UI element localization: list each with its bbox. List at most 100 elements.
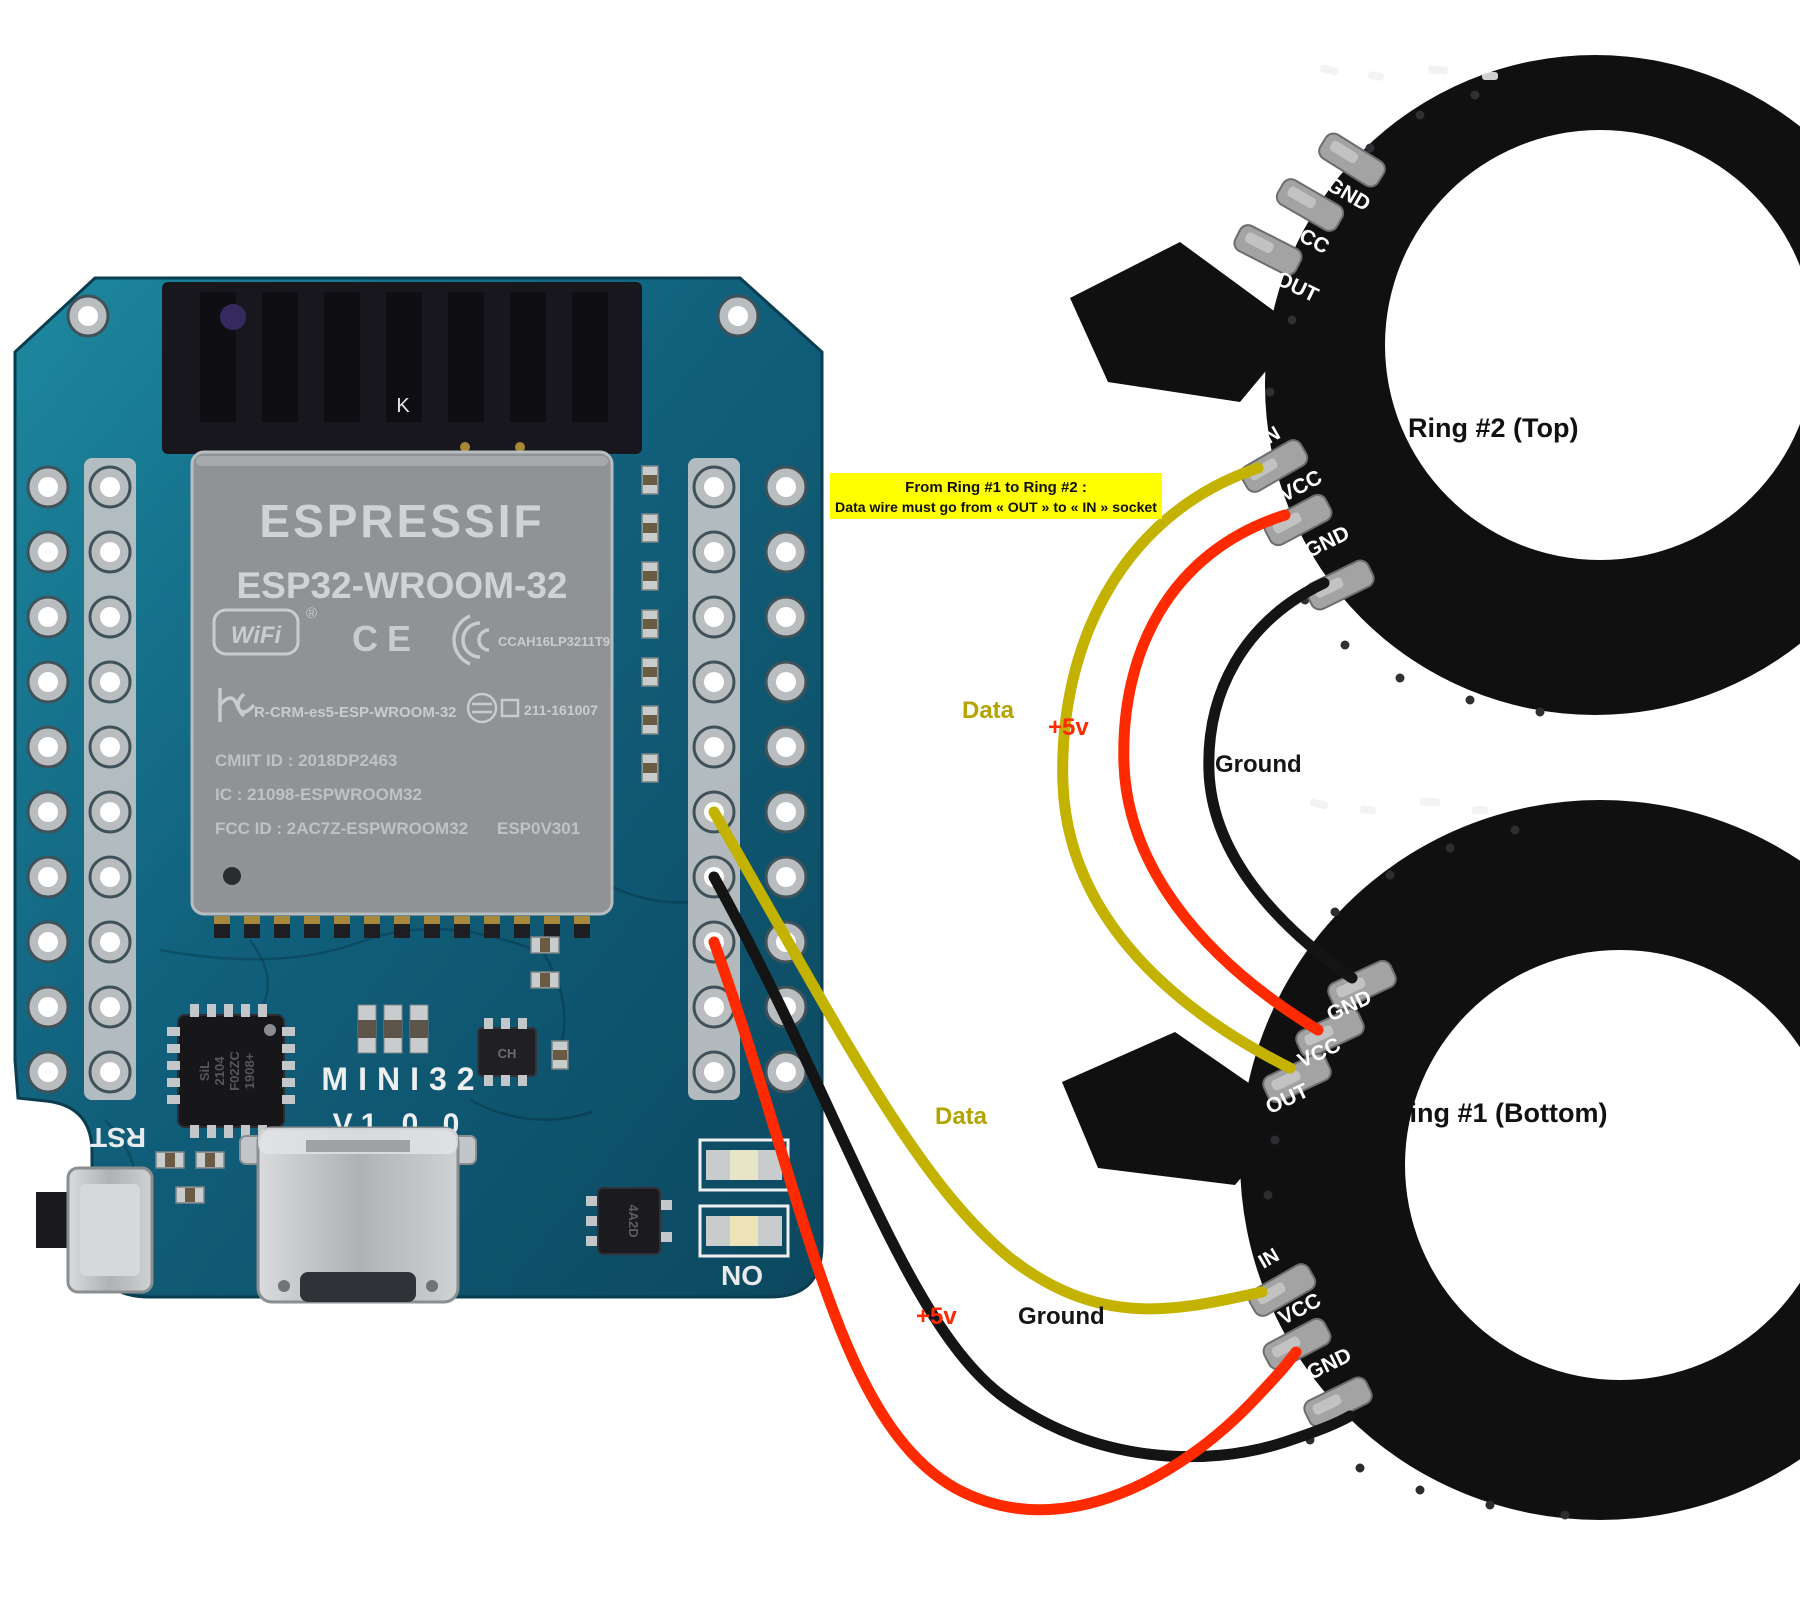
ring2-tab	[1070, 242, 1300, 402]
pin-hole	[692, 465, 736, 509]
note-line1: From Ring #1 to Ring #2 :	[905, 479, 1087, 496]
pin-hole	[88, 595, 132, 639]
label-power-upper: +5v	[1048, 714, 1089, 741]
label-ground-upper: Ground	[1215, 751, 1302, 778]
ring2-hole	[1385, 130, 1800, 560]
wire-data-board-to-ring1	[708, 806, 1268, 1315]
sil-chip: SiL 2104 F02ZC 1908+	[167, 1004, 295, 1138]
pin-hole	[692, 1050, 736, 1094]
pin-hole	[764, 530, 808, 574]
wires	[708, 462, 1358, 1516]
ring1-tab	[1062, 1032, 1295, 1185]
module-dot	[223, 867, 241, 885]
pin-hole	[764, 725, 808, 769]
label-data-lower: Data	[935, 1103, 988, 1130]
antenna-label: K	[396, 395, 410, 417]
usb-connector[interactable]	[239, 1126, 477, 1304]
fcc-text: FCC ID : 2AC7Z-ESPWROOM32	[215, 819, 468, 838]
reset-label: RST	[90, 1122, 146, 1153]
led-indicator-1	[698, 1138, 790, 1192]
ring1: GND VCC OUT IN VCC GND	[1062, 798, 1800, 1520]
kc-text: R-CRM-es5-ESP-WROOM-32	[254, 704, 457, 721]
ring1-partial-silk	[1309, 798, 1488, 815]
pin-hole	[88, 1050, 132, 1094]
registered-mark: ®	[306, 605, 317, 622]
ccah-text: CCAH16LP3211T9	[498, 634, 610, 649]
ch-chip-label: CH	[498, 1046, 517, 1061]
pin-hole	[764, 855, 808, 899]
pin-hole	[88, 660, 132, 704]
module-castellations	[214, 916, 590, 938]
kc-mark-icon	[218, 688, 256, 722]
pin-hole	[26, 985, 70, 1029]
ring1-title: Ring #1 (Bottom)	[1390, 1098, 1607, 1128]
pin-hole	[26, 790, 70, 834]
pin-hole	[692, 595, 736, 639]
pin-hole	[764, 465, 808, 509]
pin-hole	[26, 920, 70, 964]
pin-hole	[26, 855, 70, 899]
sil-chip-line2: 2104	[212, 1056, 227, 1086]
reset-button[interactable]	[36, 1166, 154, 1294]
label-ground-lower: Ground	[1018, 1303, 1105, 1330]
module-brand: ESPRESSIF	[259, 495, 544, 547]
sil-chip-line4: 1908+	[242, 1052, 257, 1089]
wire-ground-board-to-ring1	[708, 871, 1356, 1463]
pin-hole	[88, 920, 132, 964]
pin-hole	[692, 660, 736, 704]
wire-power-board-to-ring1	[708, 936, 1302, 1516]
module-model: ESP32-WROOM-32	[236, 565, 567, 606]
cert-number: 211-161007	[524, 702, 598, 718]
pin-hole	[88, 985, 132, 1029]
interference-mark-icon	[452, 614, 490, 666]
label-data-upper: Data	[962, 697, 1015, 724]
led-indicator-2	[698, 1204, 790, 1258]
board-name: MINI32	[321, 1061, 484, 1097]
ring2: GND VCC OUT IN VCC GND	[1070, 55, 1800, 717]
label-power-lower: +5v	[916, 1303, 957, 1330]
pin-hole	[88, 855, 132, 899]
esp32-module: ESPRESSIF ESP32-WROOM-32 WiFi ® CE CCAH1…	[190, 450, 614, 916]
jp-cert-icon	[466, 692, 520, 724]
antenna-dot	[220, 304, 246, 330]
pin-hole	[26, 725, 70, 769]
sil-chip-line3: F02ZC	[227, 1051, 242, 1091]
pin-hole	[764, 660, 808, 704]
mount-hole	[716, 294, 760, 338]
pin-hole	[88, 465, 132, 509]
pin-hole	[764, 790, 808, 834]
esp32-board: K	[13, 276, 824, 1304]
sil-chip-line1: SiL	[197, 1061, 212, 1081]
cmiit-text: CMIIT ID : 2018DP2463	[215, 751, 397, 770]
espv-text: ESP0V301	[497, 819, 580, 838]
note-line2: Data wire must go from « OUT » to « IN »…	[835, 499, 1157, 515]
labels: Ring #2 (Top) Ring #1 (Bottom) Data +5v …	[916, 413, 1607, 1330]
ch-chip: CH	[477, 1018, 537, 1086]
pin-hole	[88, 725, 132, 769]
pin-hole	[26, 595, 70, 639]
mount-hole	[66, 294, 110, 338]
pin-hole	[692, 530, 736, 574]
pin-hole	[26, 1050, 70, 1094]
pin-hole	[88, 530, 132, 574]
wire-data-ring1-to-ring2	[1057, 462, 1296, 1074]
wire-ground-ring1-to-ring2	[1203, 577, 1358, 984]
pin-hole	[764, 595, 808, 639]
wifi-text: WiFi	[231, 622, 283, 649]
ring2-partial-silk	[1319, 64, 1498, 81]
wifi-logo: WiFi ®	[212, 605, 317, 656]
pin-hole	[692, 725, 736, 769]
ring2-title: Ring #2 (Top)	[1408, 413, 1578, 443]
note-box: From Ring #1 to Ring #2 : Data wire must…	[830, 473, 1162, 519]
on-label: ON	[721, 1260, 763, 1291]
smd-strip	[641, 465, 659, 783]
ring1-hole	[1405, 950, 1800, 1380]
pin-hole	[26, 465, 70, 509]
regulator-chip: 4A2D	[586, 1187, 672, 1255]
pin-hole	[26, 660, 70, 704]
wire-power-ring1-to-ring2	[1118, 509, 1324, 1036]
cap-cluster-top	[357, 1004, 429, 1054]
pin-hole	[88, 790, 132, 834]
